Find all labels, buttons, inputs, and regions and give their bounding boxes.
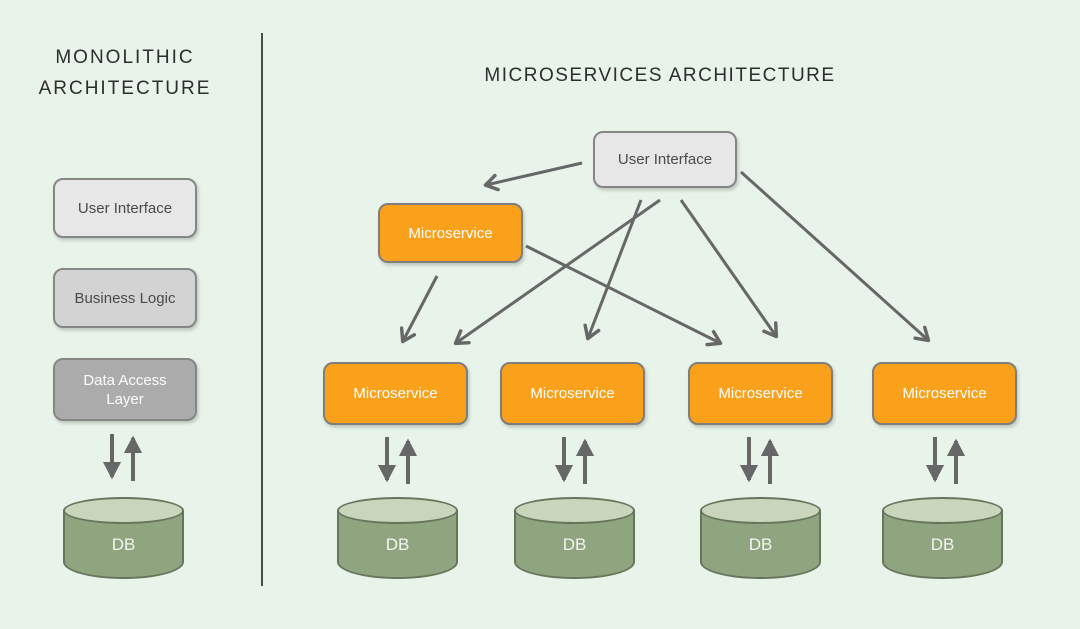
microservice-box-1: Microservice [323,362,468,425]
database-cylinder-body [882,510,1003,579]
monolith-user-interface-label: User Interface [77,199,173,217]
microservice-database-2: DB [514,497,635,579]
microservice-db-label-2: DB [562,535,587,554]
microservices-user-interface-box: User Interface [593,131,737,188]
microservice-label-3: Microservice [718,385,803,402]
microservices-title: MICROSERVICES ARCHITECTURE [484,65,836,86]
microservice-label-4: Microservice [902,385,987,402]
monolith-business-logic-box: Business Logic [53,268,197,328]
microservices-user-interface-label: User Interface [617,151,713,168]
microservice-box-2: Microservice [500,362,645,425]
microservice-box-4: Microservice [872,362,1017,425]
microservice-db-label-4: DB [930,535,955,554]
microservice-box-3: Microservice [688,362,833,425]
monolith-db-arrows [102,434,143,481]
database-cylinder-top [514,497,635,524]
gateway-microservice-box: Microservice [378,203,523,263]
routing-arrows [399,161,931,347]
microservice-db-label-1: DB [385,535,410,554]
database-cylinder-top [63,497,184,524]
monolith-database: DB [63,497,184,579]
microservice-db-label-3: DB [748,535,773,554]
gateway-microservice-label: Microservice [408,224,493,242]
monolithic-title: MONOLITHIC ARCHITECTURE [38,47,212,99]
database-cylinder-top [700,497,821,524]
monolith-db-label: DB [111,535,136,554]
monolith-data-access-box: Data Access Layer [53,358,197,421]
microservice-database-1: DB [337,497,458,579]
microservice-db-arrows [377,437,966,484]
microservice-database-4: DB [882,497,1003,579]
monolith-business-logic-label: Business Logic [74,289,176,307]
monolith-data-access-label: Data Access Layer [83,371,167,408]
microservice-database-3: DB [700,497,821,579]
database-cylinder-top [882,497,1003,524]
microservice-label-2: Microservice [530,385,615,402]
monolith-user-interface-box: User Interface [53,178,197,238]
database-cylinder-body [63,510,184,579]
microservice-label-1: Microservice [353,385,438,402]
database-cylinder-top [337,497,458,524]
